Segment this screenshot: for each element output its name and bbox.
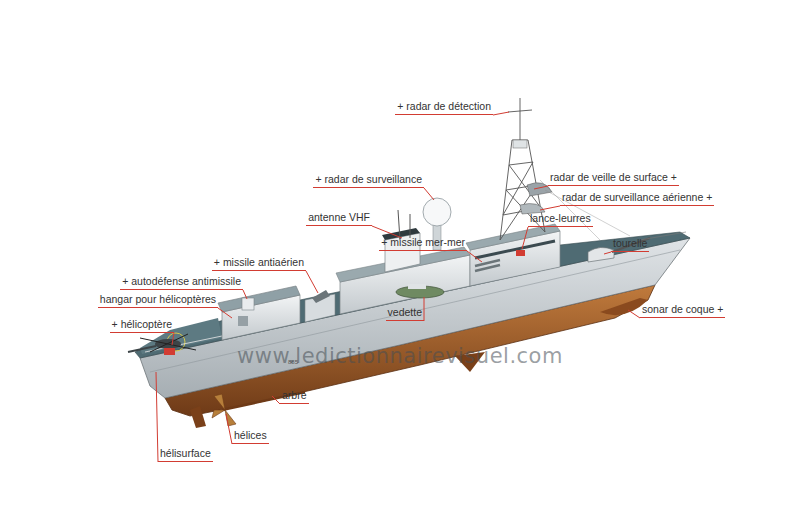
propeller-figure [212, 394, 236, 426]
leader-line [306, 271, 318, 293]
leader-line [628, 310, 640, 318]
part-label: antenne VHF [306, 211, 372, 226]
leader-line [534, 186, 548, 189]
part-label: vedette [386, 306, 424, 321]
leader-line [467, 251, 482, 262]
part-label: radar de veille de surface + [548, 171, 679, 186]
part-label: + missile mer-mer [379, 236, 467, 251]
leader-line [424, 188, 434, 200]
part-label: + radar de détection [395, 100, 493, 115]
leader-line [493, 112, 509, 115]
part-label: + missile antiaérien [212, 256, 306, 271]
part-label: arbre [280, 389, 309, 404]
leader-line [540, 206, 560, 210]
part-label: sonar de coque + [640, 303, 725, 318]
leader-line [424, 297, 425, 321]
helicopter-figure [128, 334, 196, 355]
part-label: + hélicoptère [110, 318, 174, 333]
part-label: radar de surveillance aérienne + [560, 191, 714, 206]
part-label: + radar de surveillance [313, 173, 424, 188]
part-label: hélices [232, 429, 269, 444]
part-label: tourelle [611, 237, 649, 252]
part-label: lance-leurres [528, 212, 593, 227]
leader-line [272, 396, 280, 404]
leader-line [243, 290, 247, 299]
leader-line [604, 252, 611, 254]
part-label: hangar pour hélicoptères [98, 293, 218, 308]
part-label: hélisurface [158, 447, 213, 462]
leader-line [522, 227, 528, 249]
watermark: www.ledictionnairevisuel.com [237, 344, 563, 368]
part-label: + autodéfense antimissile [120, 275, 243, 290]
leader-line [218, 308, 232, 318]
leader-line [172, 333, 174, 345]
